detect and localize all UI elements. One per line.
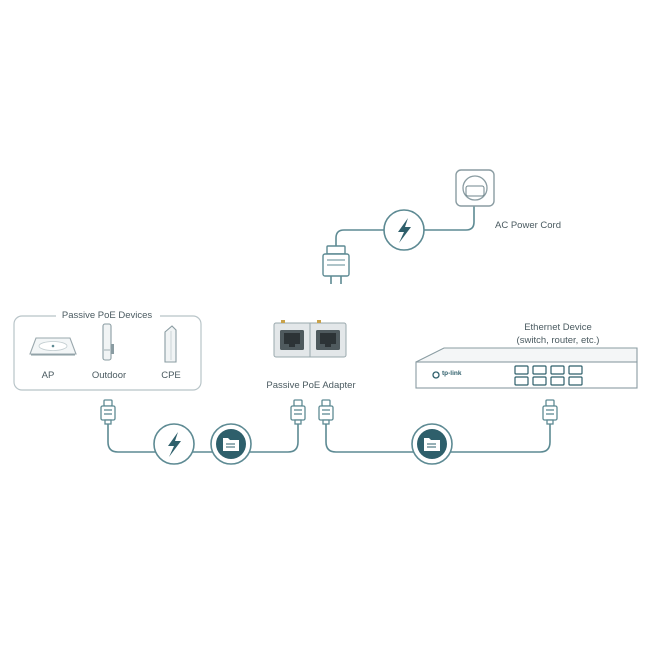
passive-poe-adapter-icon: [273, 320, 347, 358]
wall-outlet-icon: [455, 169, 495, 207]
outdoor-label: Outdoor: [91, 370, 127, 381]
outdoor-device-icon: [102, 323, 114, 361]
poe-power-badge: [153, 423, 195, 465]
passive-poe-devices-label: Passive PoE Devices: [61, 310, 153, 321]
rj45-connector-icon-adapter-lan: [318, 399, 334, 425]
switch-brand-logo: tp-link: [442, 370, 462, 377]
ac-power-cord-label: AC Power Cord: [495, 220, 561, 231]
cpe-label: CPE: [161, 370, 181, 381]
passive-poe-adapter-label: Passive PoE Adapter: [266, 380, 356, 391]
ethernet-device-label: Ethernet Device: [524, 322, 592, 333]
cpe-device-icon: [164, 325, 177, 363]
poe-data-badge: [210, 423, 252, 465]
ac-power-badge: [383, 209, 425, 251]
rj45-connector-icon-device: [100, 399, 116, 425]
ethernet-device-sublabel: (switch, router, etc.): [516, 335, 600, 346]
lan-data-badge: [411, 423, 453, 465]
ap-device-icon: [29, 337, 77, 356]
ap-label: AP: [41, 370, 55, 381]
rj45-connector-icon-adapter-poe: [290, 399, 306, 425]
ethernet-switch-icon: [415, 347, 638, 389]
power-plug-icon: [322, 245, 350, 284]
poe-cable: [107, 424, 299, 453]
rj45-connector-icon-switch: [542, 399, 558, 425]
lightning-bolt-icon-poe: [168, 432, 181, 457]
lightning-bolt-icon: [398, 218, 411, 243]
